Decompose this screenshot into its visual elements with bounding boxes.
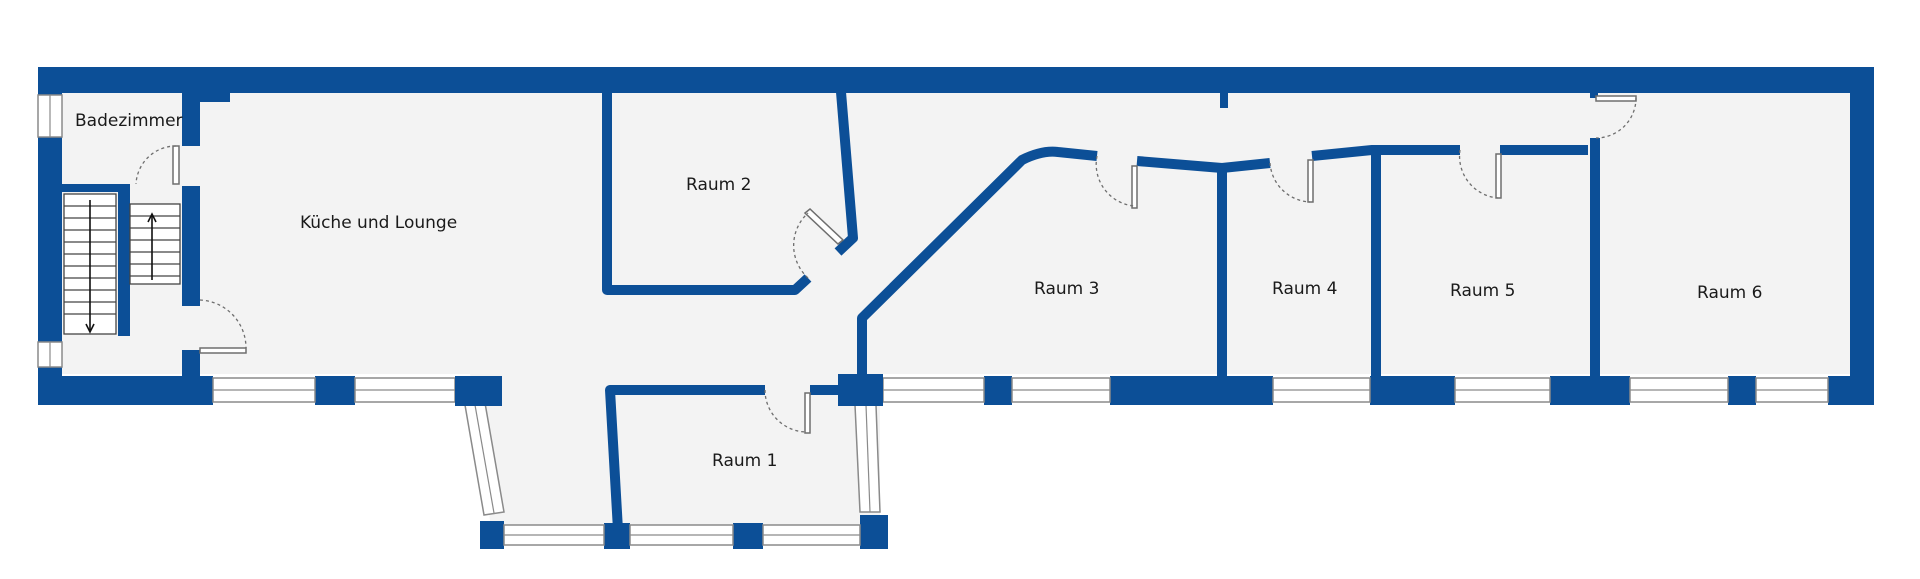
wall-diagonal — [857, 146, 1098, 378]
wall-annex-bottom-3 — [733, 523, 763, 549]
wall-raum2-right — [834, 91, 858, 256]
label-raum3: Raum 3 — [1034, 279, 1099, 299]
windows — [37, 94, 1829, 546]
wall-raum1 — [605, 385, 765, 531]
door-bathroom[interactable] — [135, 145, 180, 185]
pier-annex-left-top — [455, 376, 502, 406]
wall-annex-bottom-1 — [480, 521, 504, 549]
door-raum2[interactable] — [793, 208, 845, 279]
wall-right — [1850, 67, 1874, 405]
wall-right-stub — [1590, 88, 1598, 98]
label-kueche: Küche und Lounge — [300, 213, 457, 233]
wall-bath-bottom — [62, 184, 124, 192]
door-raum1[interactable] — [764, 389, 811, 434]
door-raum5[interactable] — [1458, 149, 1502, 199]
wall-stair-divider — [118, 184, 130, 336]
wall-stair-bottom-stub — [182, 350, 200, 378]
wall-bath-stub — [200, 88, 230, 102]
room-labels: Badezimmer Küche und Lounge Raum 1 Raum … — [75, 111, 1762, 471]
wall-bath-right — [182, 88, 200, 146]
wall-raum3-top — [1136, 156, 1271, 173]
wall-top-stub — [1220, 88, 1228, 108]
label-raum5: Raum 5 — [1450, 281, 1515, 301]
label-raum2: Raum 2 — [686, 175, 751, 195]
wall-annex-bottom-4 — [860, 515, 888, 549]
stair-frame-right — [129, 203, 181, 285]
wall-bottom-left — [38, 376, 213, 405]
wall-bottom-pier-7 — [1550, 376, 1630, 405]
doors — [135, 95, 1637, 434]
wall-bottom-pier-1 — [315, 376, 355, 405]
interior-walls — [62, 88, 1600, 531]
door-raum3[interactable] — [1095, 155, 1138, 209]
wall-bottom-pier-4 — [984, 376, 1012, 405]
wall-top — [38, 67, 1874, 93]
wall-raum2 — [602, 92, 812, 295]
label-raum6: Raum 6 — [1697, 283, 1762, 303]
wall-bottom-pier-6 — [1370, 376, 1455, 405]
floor-main — [62, 92, 1852, 374]
pier-annex-right-top — [838, 376, 883, 406]
door-raum6[interactable] — [1595, 95, 1637, 139]
annex-piers — [455, 376, 883, 406]
floor-annex — [470, 374, 880, 535]
wall-bottom-pier-8 — [1728, 376, 1756, 405]
wall-bottom-pier-9 — [1828, 376, 1874, 405]
floor-areas — [62, 92, 1852, 535]
label-raum4: Raum 4 — [1272, 279, 1337, 299]
stair-arrows — [85, 200, 157, 334]
label-badezimmer: Badezimmer — [75, 111, 183, 131]
door-raum4[interactable] — [1269, 159, 1314, 203]
wall-bottom-pier-5 — [1110, 376, 1273, 405]
label-raum1: Raum 1 — [712, 451, 777, 471]
staircase[interactable] — [63, 193, 181, 335]
wall-bath-right-lower — [182, 186, 200, 306]
door-entrance[interactable] — [199, 299, 247, 354]
